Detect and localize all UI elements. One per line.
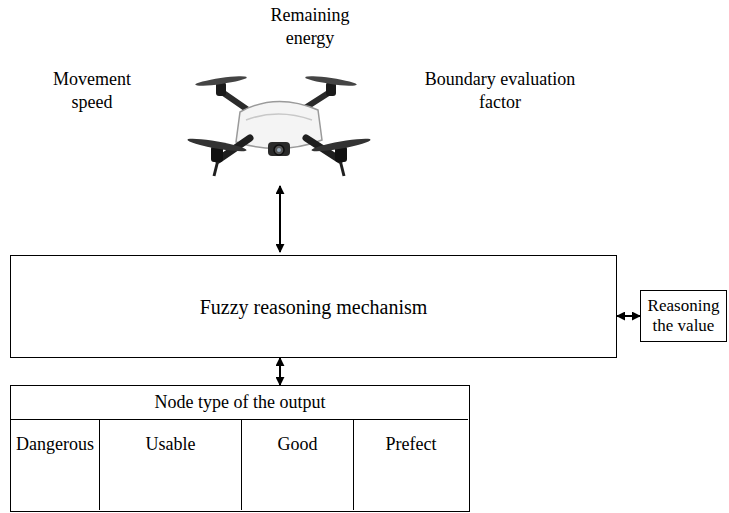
boundary-label: Boundary evaluation factor <box>415 68 585 113</box>
connector-arrow <box>617 315 640 317</box>
table-cell: Dangerous <box>11 419 99 510</box>
energy-label: Remaining energy <box>245 4 375 49</box>
table-cell: Prefect <box>353 419 468 510</box>
connector-arrow <box>279 358 281 385</box>
output-box: Reasoning the value <box>640 290 727 343</box>
process-box: Fuzzy reasoning mechanism <box>10 255 617 358</box>
drone-picture <box>187 74 371 176</box>
node-text: Reasoning the value <box>644 296 723 337</box>
node-text: Good <box>242 434 353 456</box>
table-cell: Good <box>241 419 353 510</box>
double-arrow <box>279 186 281 252</box>
table-cell: Usable <box>99 419 241 510</box>
node-text: Prefect <box>354 434 468 456</box>
node-text: Usable <box>100 434 241 456</box>
speed-label: Movement speed <box>37 68 147 113</box>
table-header: Node type of the output <box>11 386 469 419</box>
node-text: Fuzzy reasoning mechanism <box>200 295 428 319</box>
output-table: Node type of the outputDangerousUsableGo… <box>10 385 470 512</box>
node-text: Dangerous <box>11 434 99 456</box>
